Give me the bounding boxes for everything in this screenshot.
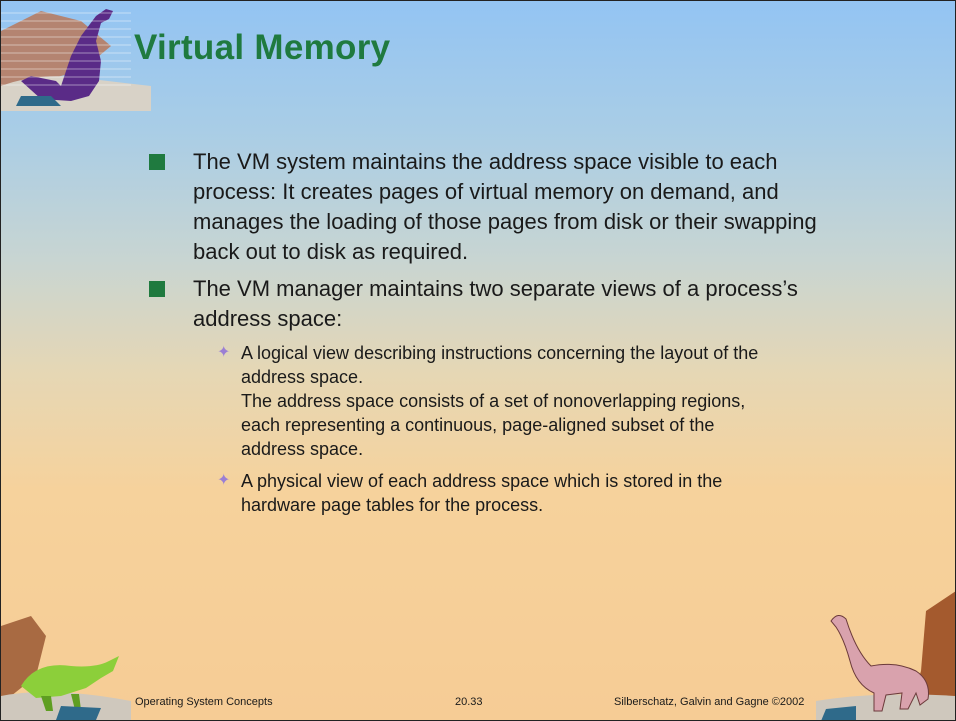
- bullet-text: The VM system maintains the address spac…: [193, 149, 817, 264]
- footer-course-title: Operating System Concepts: [135, 696, 273, 708]
- footer-copyright: Silberschatz, Galvin and Gagne ©2002: [614, 696, 805, 708]
- sub-bullet-text: A logical view describing instructions c…: [241, 343, 759, 387]
- bullet-item: The VM manager maintains two separate vi…: [145, 274, 845, 334]
- square-bullet-icon: [149, 281, 165, 297]
- star-bullet-icon: ✦: [217, 472, 231, 489]
- bullet-text: The VM manager maintains two separate vi…: [193, 276, 798, 331]
- content: The VM system maintains the address spac…: [145, 147, 845, 525]
- sub-bullet-text-continuation: The address space consists of a set of n…: [241, 391, 746, 459]
- slide-title: Virtual Memory: [134, 28, 391, 67]
- sub-bullet-item: ✦ A physical view of each address space …: [217, 469, 761, 517]
- triceratops-bottom-left-icon: [1, 616, 131, 720]
- bullet-item: The VM system maintains the address spac…: [145, 147, 845, 267]
- sub-bullet-text: A physical view of each address space wh…: [241, 471, 723, 515]
- dinosaur-top-left-icon: [1, 9, 151, 111]
- footer-page-number: 20.33: [455, 696, 483, 708]
- square-bullet-icon: [149, 154, 165, 170]
- brontosaurus-bottom-right-icon: [816, 591, 955, 720]
- sub-bullet-item: ✦ A logical view describing instructions…: [217, 341, 761, 461]
- star-bullet-icon: ✦: [217, 344, 231, 361]
